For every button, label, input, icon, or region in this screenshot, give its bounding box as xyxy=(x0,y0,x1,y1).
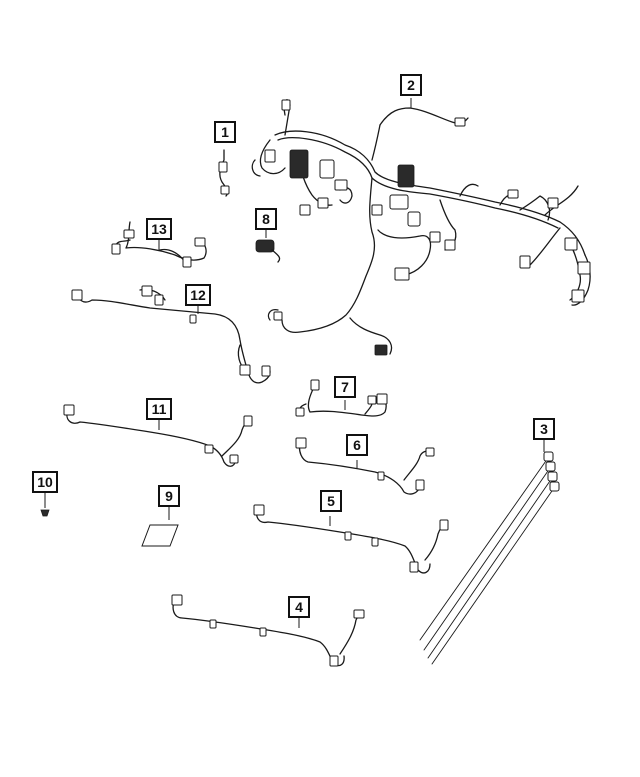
part-7-harness xyxy=(295,379,388,417)
part-8-connector-pigtail xyxy=(255,230,281,263)
callout-13: 13 xyxy=(146,218,172,240)
callout-11: 11 xyxy=(146,398,172,420)
part-11-harness xyxy=(63,404,253,467)
part-13-harness xyxy=(111,221,207,268)
part-2-instrument-panel-harness xyxy=(251,98,591,356)
callout-4: 4 xyxy=(288,596,310,618)
part-3-cable-ties xyxy=(419,440,560,665)
callout-8: 8 xyxy=(255,208,277,230)
part-5-harness xyxy=(253,504,449,574)
callout-2: 2 xyxy=(400,74,422,96)
callout-3: 3 xyxy=(533,418,555,440)
part-1-jumper-harness xyxy=(218,149,230,197)
callout-12: 12 xyxy=(185,284,211,306)
part-6-harness xyxy=(295,437,435,495)
callout-9: 9 xyxy=(158,485,180,507)
callout-6: 6 xyxy=(346,434,368,456)
part-12-harness xyxy=(71,285,271,384)
callout-10: 10 xyxy=(32,471,58,493)
callout-5: 5 xyxy=(320,490,342,512)
part-4-harness xyxy=(171,594,365,667)
part-9-pad xyxy=(141,506,179,547)
part-10-clip xyxy=(40,493,50,517)
callout-1: 1 xyxy=(214,121,236,143)
callout-7: 7 xyxy=(334,376,356,398)
